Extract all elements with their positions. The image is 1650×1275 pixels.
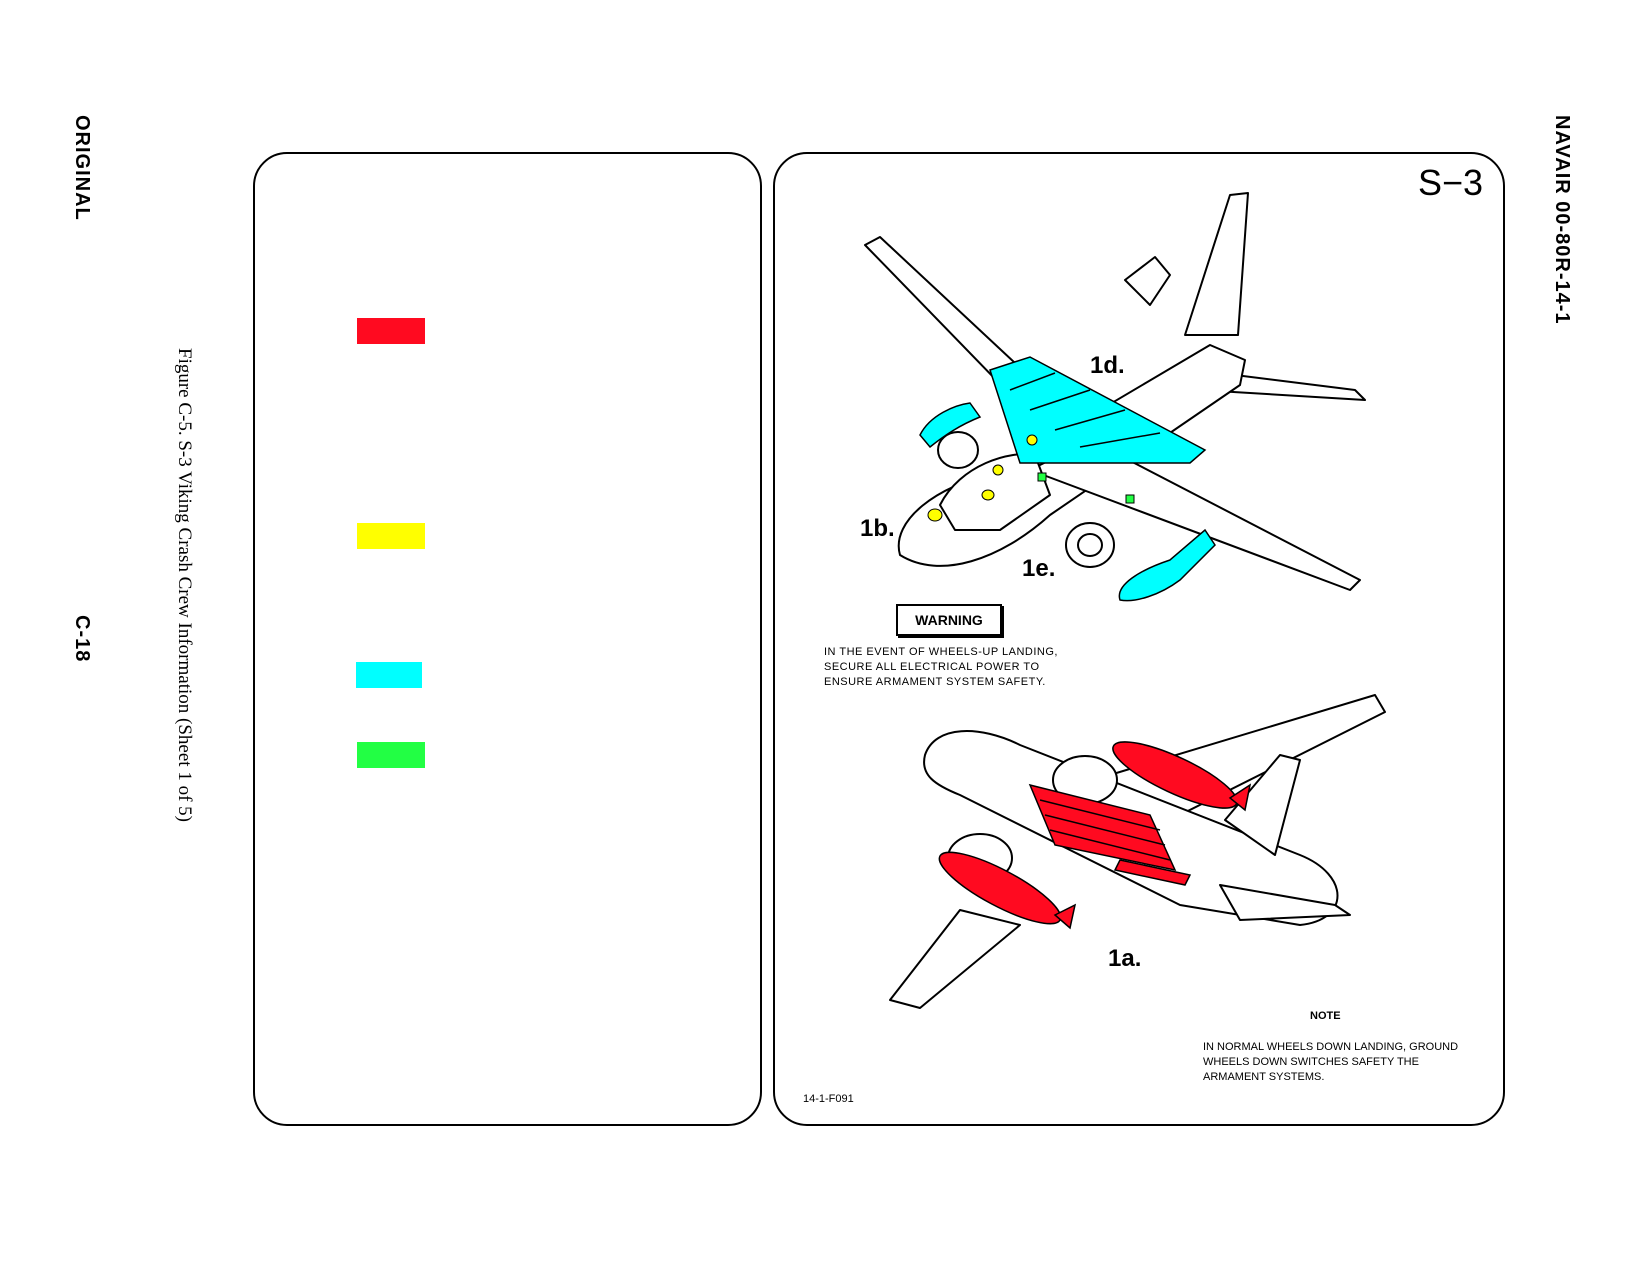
figure-panel	[773, 152, 1505, 1126]
legend-swatch-red	[357, 318, 425, 344]
warning-label: WARNING	[896, 604, 1002, 636]
callout-1a: 1a.	[1108, 945, 1142, 972]
legend-swatch-cyan	[356, 662, 422, 688]
callout-1e: 1e.	[1022, 555, 1056, 582]
document-number: NAVAIR 00-80R-14-1	[1551, 115, 1573, 325]
aircraft-bottom-view	[889, 694, 1386, 1009]
callout-1d: 1d.	[1090, 352, 1125, 379]
legend-swatch-yellow	[357, 523, 425, 549]
note-label: NOTE	[1310, 1010, 1341, 1022]
callout-1b: 1b.	[860, 515, 895, 542]
aircraft-top-view	[864, 192, 1366, 602]
aircraft-title: S−3	[1418, 162, 1484, 203]
figure-code: 14-1-F091	[803, 1093, 854, 1105]
legend-swatch-green	[357, 742, 425, 768]
note-text: IN NORMAL WHEELS DOWN LANDING, GROUND WH…	[1203, 1041, 1459, 1083]
margin-original-label: ORIGINAL	[71, 115, 93, 221]
figure-caption: Figure C-5. S-3 Viking Crash Crew Inform…	[174, 348, 195, 822]
page-number: C-18	[71, 615, 93, 663]
legend-panel	[253, 152, 762, 1126]
warning-text: IN THE EVENT OF WHEELS-UP LANDING, SECUR…	[824, 646, 1058, 688]
